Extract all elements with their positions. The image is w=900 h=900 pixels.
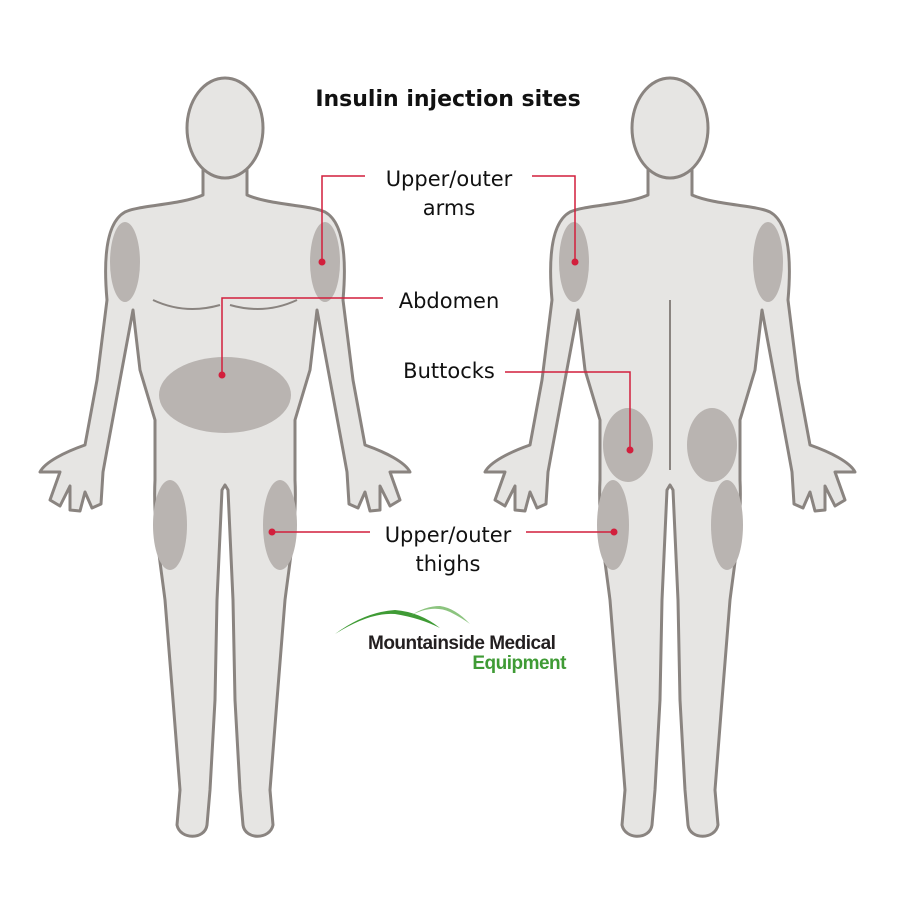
logo-text-line2: Equipment	[472, 653, 567, 674]
buttock-site-left	[603, 408, 653, 482]
label-arms-line2: arms	[423, 196, 476, 220]
back-figure	[483, 76, 857, 838]
diagram-title: Insulin injection sites	[315, 87, 580, 112]
label-buttocks: Buttocks	[403, 359, 495, 383]
leader-lines	[218, 175, 634, 536]
front-arm-site-left	[110, 222, 140, 302]
front-thigh-site-right	[263, 480, 297, 570]
abdomen-site	[159, 357, 291, 433]
front-thigh-site-left	[153, 480, 187, 570]
logo-mountain-icon	[335, 610, 440, 634]
brand-logo: Mountainside Medical Equipment	[335, 606, 568, 674]
logo-text-line1: Mountainside Medical	[368, 633, 555, 654]
back-thigh-site-right	[711, 480, 743, 570]
back-thigh-site-left	[597, 480, 629, 570]
label-arms-line1: Upper/outer	[386, 167, 513, 191]
back-arm-site-right	[753, 222, 783, 302]
buttock-site-right	[687, 408, 737, 482]
label-thighs-line2: thighs	[416, 552, 481, 576]
label-thighs-line1: Upper/outer	[385, 523, 512, 547]
label-abdomen: Abdomen	[399, 289, 500, 313]
front-figure	[38, 76, 412, 838]
